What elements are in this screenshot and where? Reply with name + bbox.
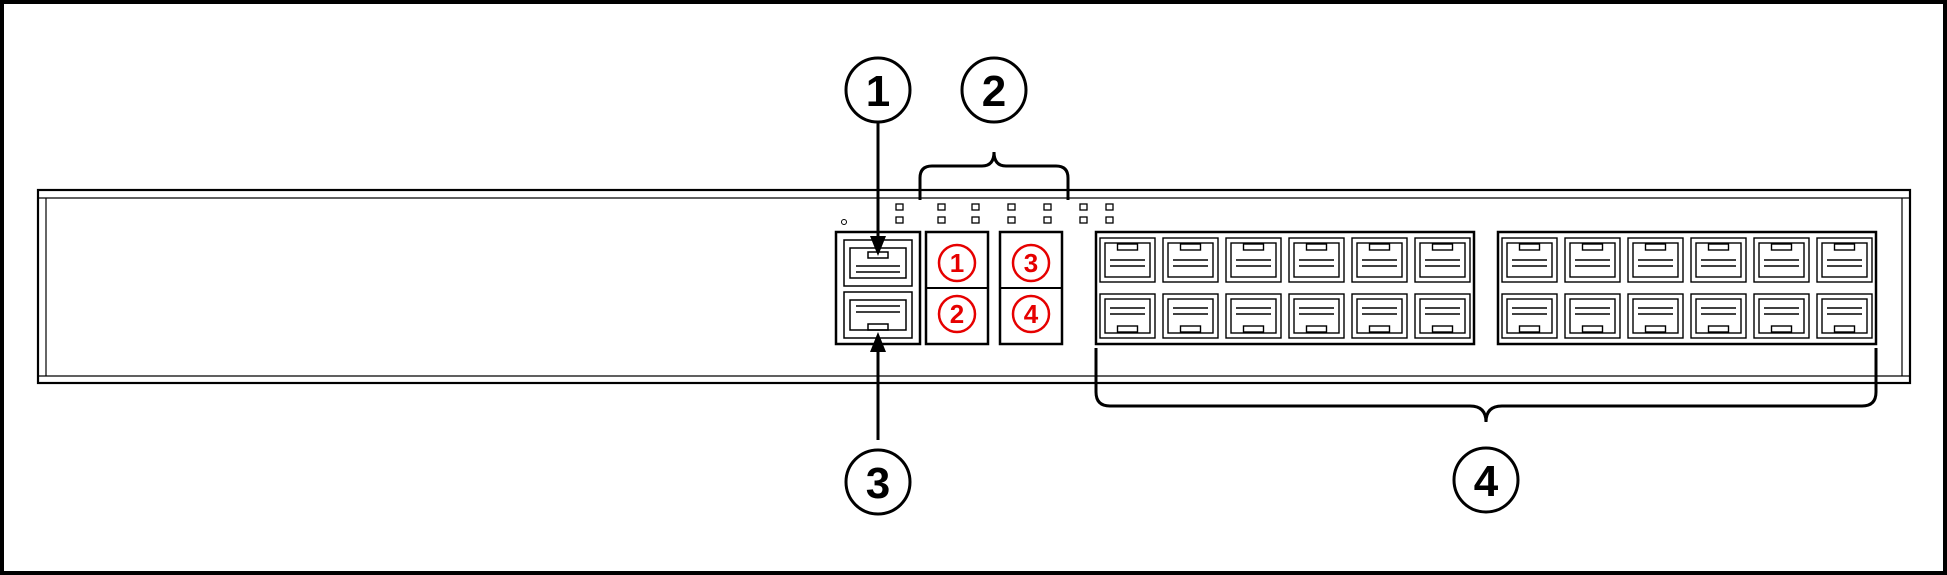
rj45-port (1414, 293, 1471, 339)
rj45-port (1753, 293, 1810, 339)
sfp-port-number: 2 (950, 299, 964, 329)
rj45-port (1816, 293, 1873, 339)
callout-3: 3 (844, 332, 912, 516)
sfp-port-labels: 1 3 2 4 (937, 243, 1051, 334)
callout-4-label: 4 (1474, 457, 1499, 506)
rj45-port (1351, 293, 1408, 339)
sfp-port-number: 1 (950, 248, 964, 278)
rj45-port (1501, 293, 1558, 339)
sfp-port-number: 3 (1024, 248, 1038, 278)
sfp-cages (924, 230, 1064, 346)
rj45-port (1690, 293, 1747, 339)
callout-4: 4 (1094, 348, 1878, 514)
callout-3-label: 3 (866, 459, 890, 508)
rj45-ports (1099, 237, 1873, 339)
sfp-leds (895, 203, 1114, 224)
rj45-block-right (1496, 230, 1878, 346)
rj45-port (1162, 293, 1219, 339)
rj45-port (1225, 293, 1282, 339)
callout-1: 1 (844, 56, 912, 256)
rj45-port (1225, 237, 1282, 283)
callout-2: 2 (918, 56, 1070, 200)
rj45-port (1753, 237, 1810, 283)
rj45-port (1162, 237, 1219, 283)
rj45-port (1099, 237, 1156, 283)
chassis (36, 188, 1912, 385)
rj45-block-left (1094, 230, 1476, 346)
callout-1-label: 1 (866, 67, 890, 116)
rj45-port (1564, 237, 1621, 283)
rj45-port (1351, 237, 1408, 283)
rj45-port (1816, 237, 1873, 283)
power-led (841, 219, 847, 225)
rj45-port (1288, 237, 1345, 283)
rj45-port (1414, 237, 1471, 283)
callout-2-label: 2 (982, 67, 1006, 116)
rj45-port (1288, 293, 1345, 339)
rj45-port (1690, 237, 1747, 283)
rj45-port (1501, 237, 1558, 283)
rj45-port (1627, 237, 1684, 283)
rj45-port (1627, 293, 1684, 339)
rj45-port (1564, 293, 1621, 339)
sfp-port-number: 4 (1024, 299, 1039, 329)
rj45-port (1099, 293, 1156, 339)
